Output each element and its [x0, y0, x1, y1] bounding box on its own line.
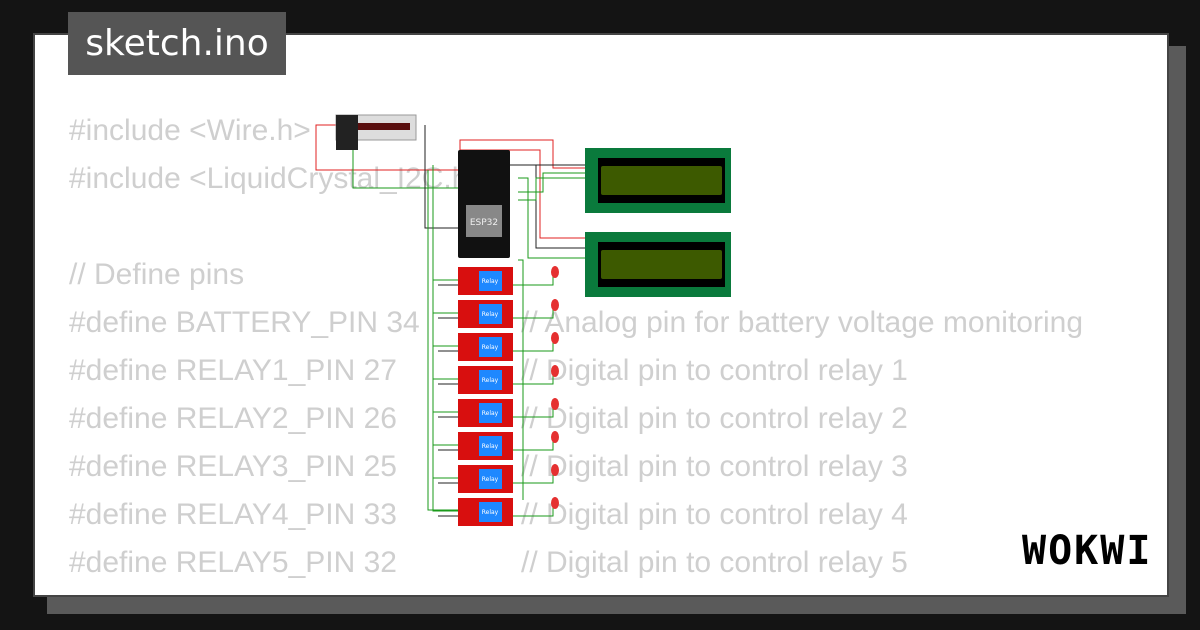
relay-label: Relay — [482, 377, 499, 384]
relay-coil — [479, 370, 502, 390]
code-text: #define RELAY1_PIN 27 — [69, 354, 397, 387]
wire-green — [513, 468, 554, 484]
relay-label: Relay — [482, 311, 499, 318]
wire-green — [518, 177, 588, 201]
led — [551, 266, 559, 278]
code-comment: // Digital pin to control relay 1 — [521, 354, 908, 387]
relay-coil — [479, 436, 502, 456]
wire-green — [518, 172, 588, 193]
relay-label: Relay — [482, 410, 499, 417]
wire-green — [432, 215, 460, 446]
code-text: #define BATTERY_PIN 34 — [69, 306, 420, 339]
wire-green — [432, 165, 460, 281]
code-comment: // Digital pin to control relay 4 — [521, 498, 908, 531]
wire-green — [513, 402, 554, 418]
led — [551, 398, 559, 410]
relay-label: Relay — [482, 443, 499, 450]
code-editor: #include <Wire.h> #include <LiquidCrystal… — [69, 107, 1083, 595]
esp32-board — [458, 150, 510, 258]
relay-coil — [479, 502, 502, 522]
code-line: #include <LiquidCrystal_I2C.h> — [69, 155, 486, 203]
wire-green — [513, 435, 554, 451]
code-text: #define RELAY4_PIN 33 — [69, 498, 397, 531]
code-comment: // Digital pin to control relay 2 — [521, 402, 908, 435]
lcd-screen — [601, 250, 722, 279]
esp32-module — [466, 205, 502, 237]
potentiometer-knob — [336, 115, 358, 150]
circuit-diagram: ESP32RelayRelayRelayRelayRelayRelayRelay… — [315, 114, 731, 526]
led — [551, 332, 559, 344]
code-line: #define RELAY6_PIN 12 // Digital pin to c… — [69, 587, 908, 595]
wire-green — [352, 135, 463, 189]
code-comment: // Digital pin to control relay 5 — [521, 546, 908, 579]
code-line: #define BATTERY_PIN 34 // Analog pin for … — [69, 299, 1083, 347]
code-text: #define RELAY2_PIN 26 — [69, 402, 397, 435]
relay-coil — [479, 271, 502, 291]
code-comment: // Digital pin to control relay 3 — [521, 450, 908, 483]
code-comment: // Digital pin to control relay 6 — [521, 587, 908, 595]
wire-green — [513, 270, 554, 286]
wire-red — [315, 124, 463, 171]
relay-label: Relay — [482, 278, 499, 285]
wire-green — [432, 175, 460, 314]
code-comment: // Analog pin for battery voltage monito… — [521, 306, 1084, 339]
led — [551, 431, 559, 443]
code-line: #include <Wire.h> — [69, 107, 486, 155]
relay-coil — [479, 337, 502, 357]
wire-green — [513, 369, 554, 385]
code-line: #define RELAY2_PIN 26 // Digital pin to c… — [69, 395, 908, 443]
file-title: sketch.ino — [68, 12, 286, 75]
led — [551, 299, 559, 311]
led — [551, 365, 559, 377]
code-line: #define RELAY3_PIN 25 // Digital pin to c… — [69, 443, 908, 491]
relay-coil — [479, 403, 502, 423]
preview-card: #include <Wire.h> #include <LiquidCrystal… — [33, 33, 1169, 597]
wire-black — [535, 165, 588, 249]
wire-green — [432, 205, 460, 413]
code-line: // Define pins — [69, 251, 486, 299]
code-text: #include <Wire.h> — [69, 114, 311, 147]
relay-coil — [479, 304, 502, 324]
code-text: #include <LiquidCrystal_I2C.h> — [69, 162, 486, 195]
code-text: #define RELAY3_PIN 25 — [69, 450, 397, 483]
code-text: // Define pins — [69, 258, 245, 291]
potentiometer-track — [358, 123, 410, 130]
wire-green — [432, 235, 460, 512]
relay-label: Relay — [482, 509, 499, 516]
wire-green — [427, 170, 460, 511]
led — [551, 464, 559, 476]
code-text: #define RELAY6_PIN 12 — [69, 594, 397, 595]
led — [551, 497, 559, 509]
wire-green — [518, 177, 588, 259]
esp32-label: ESP32 — [470, 218, 498, 228]
relay-coil — [479, 469, 502, 489]
wire-black — [424, 125, 463, 229]
code-line: #define RELAY4_PIN 33 // Digital pin to c… — [69, 491, 908, 539]
wire-green — [513, 303, 554, 319]
wire-green — [513, 501, 554, 517]
code-line: #define RELAY5_PIN 32 // Digital pin to c… — [69, 539, 908, 587]
relay-label: Relay — [482, 476, 499, 483]
wokwi-logo: WOKWI — [1022, 528, 1153, 574]
lcd-screen — [601, 166, 722, 195]
relay-label: Relay — [482, 344, 499, 351]
wire-green — [432, 185, 460, 347]
code-line: #define RELAY1_PIN 27 // Digital pin to c… — [69, 347, 908, 395]
wire-green — [513, 336, 554, 352]
code-text: #define RELAY5_PIN 32 — [69, 546, 397, 579]
wire-green — [518, 259, 524, 500]
